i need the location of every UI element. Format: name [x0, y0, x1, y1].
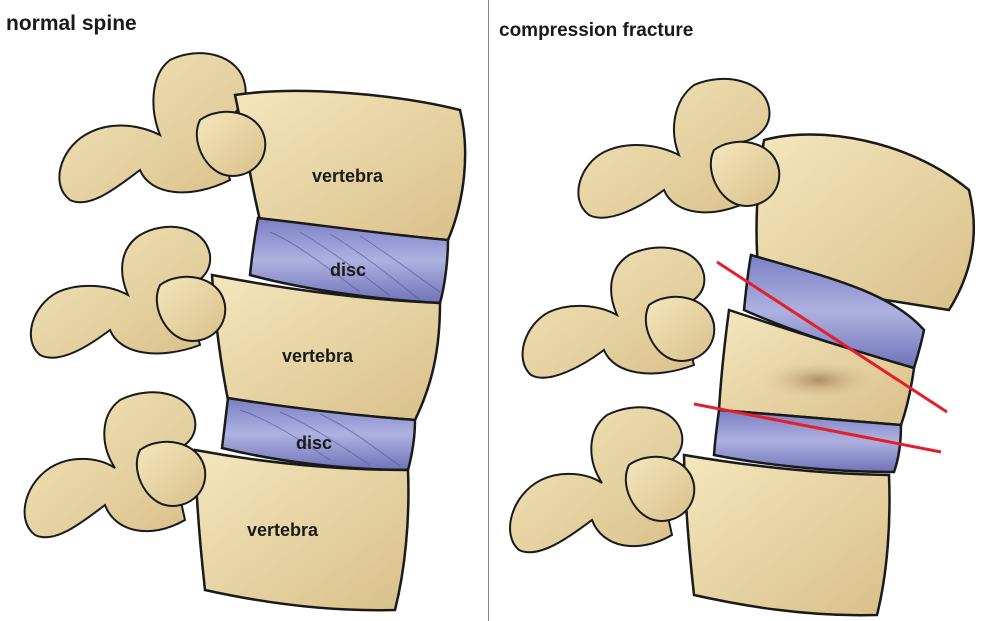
panel-divider [488, 0, 489, 621]
disc-bottom [712, 408, 903, 474]
facet-joints [135, 110, 267, 507]
fracture-line-lower [693, 402, 942, 454]
spinous-process-top [58, 52, 247, 204]
vertebra-label-middle: vertebra [282, 346, 354, 366]
facet-joints [624, 140, 781, 522]
normal-spine-panel: normal spine vertebra disc vertebra disc… [0, 0, 488, 621]
disc-label-top: disc [330, 260, 367, 280]
disc-label-bottom: disc [296, 433, 333, 453]
compression-fracture-title: compression fracture [499, 20, 694, 41]
vertebra-label-bottom: vertebra [247, 520, 319, 540]
compression-fracture-illustration [509, 78, 976, 617]
spinous-process-bottom [23, 391, 197, 539]
disc-striations [239, 231, 441, 467]
vertebral-body-bottom [682, 453, 891, 617]
vertebra-label-top: vertebra [312, 166, 384, 186]
fracture-zone [754, 358, 884, 402]
compression-fracture-panel: compression fracture [489, 0, 996, 621]
normal-spine-title: normal spine [6, 12, 137, 35]
vertebral-body-bottom [193, 448, 410, 612]
vertebral-body-top [755, 133, 976, 312]
fracture-line-upper [716, 260, 948, 414]
normal-spine-illustration [23, 52, 467, 612]
